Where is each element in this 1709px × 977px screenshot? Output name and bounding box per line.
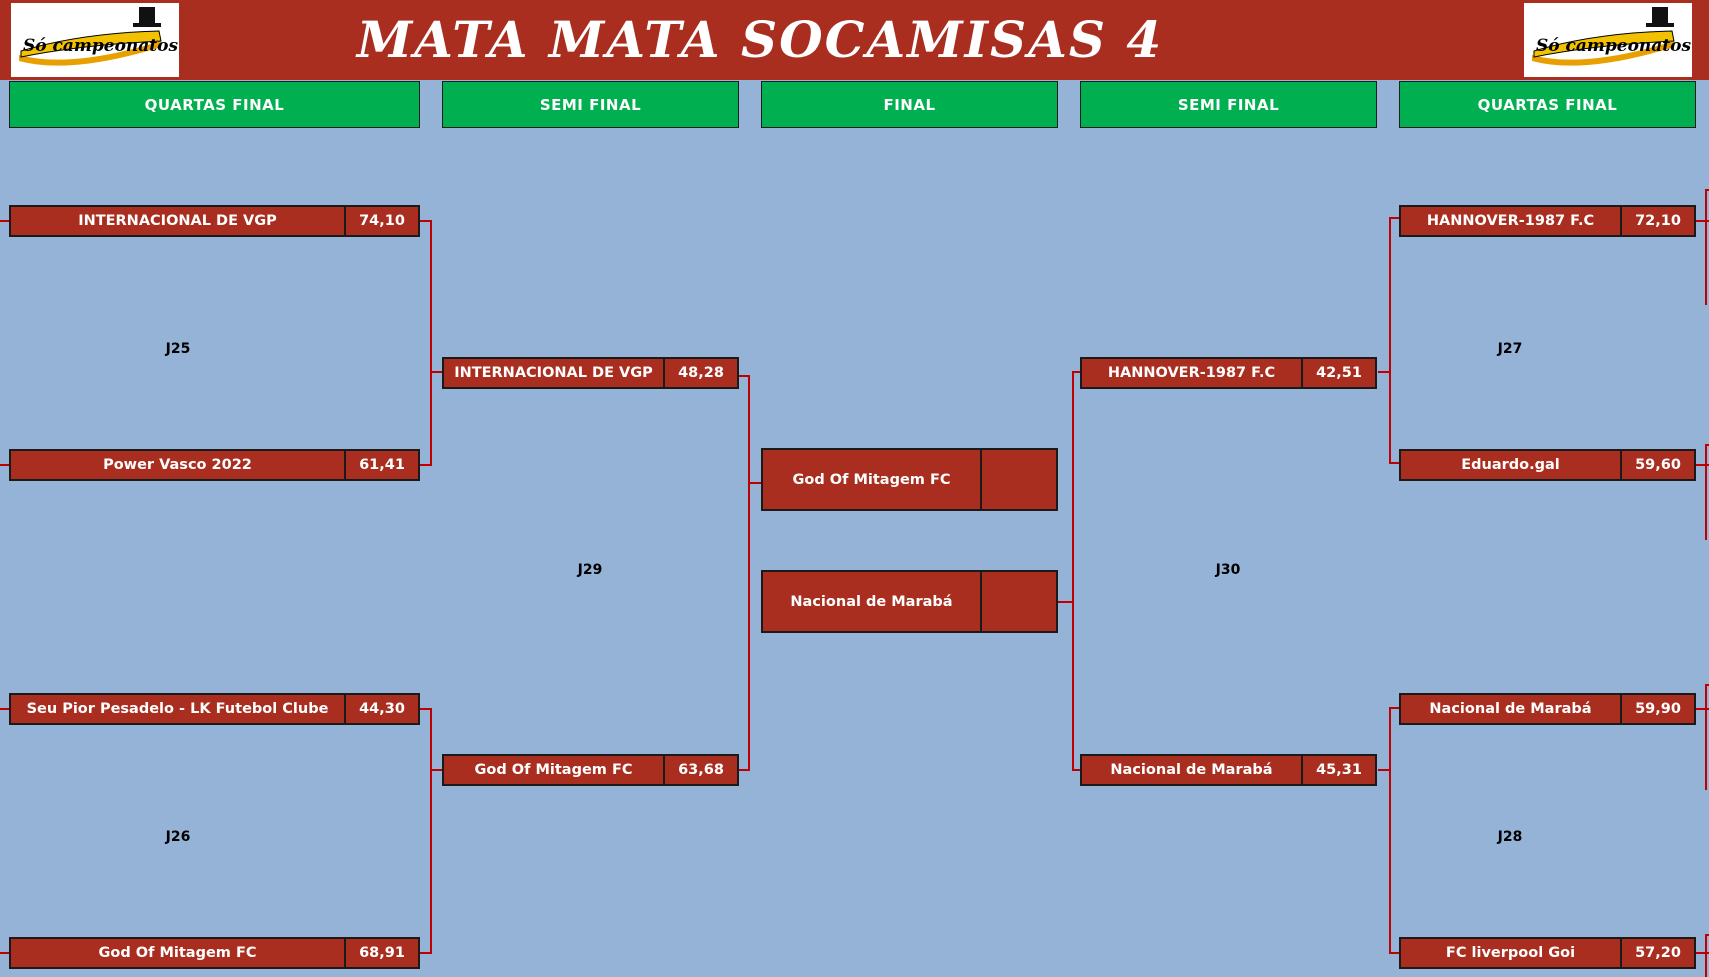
game-label-j26: J26 [165, 829, 191, 845]
team-score: 63,68 [663, 756, 737, 784]
logo-icon: Só campeonatos [19, 7, 178, 66]
team-left-quarter-4: God Of Mitagem FC 68,91 [9, 937, 420, 969]
team-score: 59,60 [1620, 451, 1694, 479]
team-score: 74,10 [344, 207, 418, 235]
team-score: 45,31 [1301, 756, 1375, 784]
team-right-semi-1: HANNOVER-1987 F.C 42,51 [1080, 357, 1377, 389]
title-bar: Só campeonatos MATA MATA SOCAMISAS 4 Só … [0, 0, 1709, 80]
round-header-left-semis: SEMI FINAL [442, 81, 739, 128]
team-score: 48,28 [663, 359, 737, 387]
team-right-semi-2: Nacional de Marabá 45,31 [1080, 754, 1377, 786]
team-name: Power Vasco 2022 [103, 457, 252, 473]
round-header-left-quarters: QUARTAS FINAL [9, 81, 420, 128]
logo-left: Só campeonatos [11, 3, 179, 77]
logo-right: Só campeonatos [1524, 3, 1692, 77]
logo-icon: Só campeonatos [1532, 7, 1691, 66]
team-left-semi-1: INTERNACIONAL DE VGP 48,28 [442, 357, 739, 389]
game-label-j25: J25 [165, 341, 191, 357]
team-name: God Of Mitagem FC [474, 762, 633, 778]
team-score: 57,20 [1620, 939, 1694, 967]
team-name: INTERNACIONAL DE VGP [78, 213, 277, 229]
team-name: God Of Mitagem FC [98, 945, 257, 961]
team-name: INTERNACIONAL DE VGP [454, 365, 653, 381]
team-right-quarter-4: FC liverpool Goi 57,20 [1399, 937, 1696, 969]
game-label-j27: J27 [1497, 341, 1523, 357]
team-name: Nacional de Marabá [1429, 701, 1592, 717]
svg-text:Só campeonatos: Só campeonatos [23, 36, 178, 56]
team-score: 59,90 [1620, 695, 1694, 723]
team-name: HANNOVER-1987 F.C [1426, 213, 1595, 229]
team-name: Nacional de Marabá [1110, 762, 1273, 778]
team-right-quarter-3: Nacional de Marabá 59,90 [1399, 693, 1696, 725]
team-final-1: God Of Mitagem FC [761, 448, 1058, 511]
game-label-j30: J30 [1215, 562, 1241, 578]
svg-text:Só campeonatos: Só campeonatos [1536, 36, 1691, 56]
team-score [980, 572, 1056, 631]
team-name: FC liverpool Goi [1445, 945, 1576, 961]
team-name: Nacional de Marabá [790, 593, 953, 610]
team-score: 72,10 [1620, 207, 1694, 235]
team-score: 68,91 [344, 939, 418, 967]
team-score: 42,51 [1301, 359, 1375, 387]
round-header-right-quarters: QUARTAS FINAL [1399, 81, 1696, 128]
team-left-quarter-1: INTERNACIONAL DE VGP 74,10 [9, 205, 420, 237]
game-label-j28: J28 [1497, 829, 1523, 845]
team-right-quarter-2: Eduardo.gal 59,60 [1399, 449, 1696, 481]
team-left-semi-2: God Of Mitagem FC 63,68 [442, 754, 739, 786]
team-final-2: Nacional de Marabá [761, 570, 1058, 633]
game-label-j29: J29 [577, 562, 603, 578]
team-right-quarter-1: HANNOVER-1987 F.C 72,10 [1399, 205, 1696, 237]
team-left-quarter-2: Power Vasco 2022 61,41 [9, 449, 420, 481]
page-title: MATA MATA SOCAMISAS 4 [356, 10, 1164, 69]
team-name: HANNOVER-1987 F.C [1107, 365, 1276, 381]
team-left-quarter-3: Seu Pior Pesadelo - LK Futebol Clube 44,… [9, 693, 420, 725]
round-header-right-semis: SEMI FINAL [1080, 81, 1377, 128]
team-score: 44,30 [344, 695, 418, 723]
team-score [980, 450, 1056, 509]
team-name: Seu Pior Pesadelo - LK Futebol Clube [26, 701, 329, 717]
team-name: God Of Mitagem FC [792, 471, 951, 488]
round-header-final: FINAL [761, 81, 1058, 128]
team-score: 61,41 [344, 451, 418, 479]
team-name: Eduardo.gal [1461, 457, 1560, 473]
